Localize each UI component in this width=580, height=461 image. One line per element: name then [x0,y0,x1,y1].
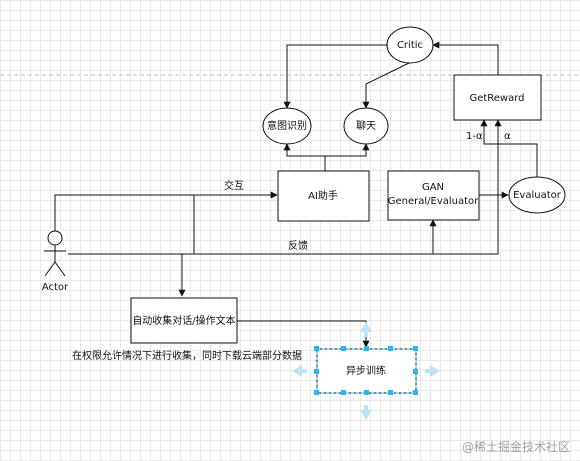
node-chat: 聊天 [343,107,389,145]
actor-label: Actor [42,282,69,293]
interact-label: 交互 [224,179,244,192]
connect-arrow-up-icon [360,322,372,337]
feedback-label: 反馈 [288,239,308,252]
intent-label: 意图识别 [267,119,307,132]
node-intent: 意图识别 [262,107,312,145]
ai-assistant-label: AI助手 [308,189,338,202]
chat-label: 聊天 [356,119,376,132]
async-train-label: 异步训练 [346,364,386,377]
selection-handles [314,346,418,395]
connect-arrow-left-icon [292,365,307,377]
node-getreward: GetReward [453,74,542,121]
edge-ai-intent [283,143,326,171]
node-evaluator: Evaluator [508,176,566,214]
connectors [54,41,538,348]
node-critic: Critic [386,26,434,64]
node-actor: Actor [42,230,69,293]
auto-collect-label: 自动收集对话/操作文本 [132,314,235,327]
edge-critic-chat [362,62,410,109]
connect-arrows[interactable] [292,322,440,420]
edge-ai-chat [325,143,370,157]
connect-arrow-down-icon [360,405,372,420]
connect-arrow-right-icon [425,365,440,377]
edge-critic-intent [283,44,388,109]
getreward-label: GetReward [469,93,524,104]
evaluator-label: Evaluator [513,190,562,201]
node-ai-assistant: AI助手 [277,170,370,222]
actor-icon [44,230,66,277]
one-minus-alpha-label: 1-α [466,131,483,142]
alpha-label: α [504,131,511,142]
node-async-train[interactable]: 异步训练 [314,346,418,395]
node-gan: GAN General/Evaluator [387,170,480,221]
collect-note: 在权限允许情况下进行收集，同时下载云端部分数据 [72,349,302,362]
watermark: @稀土掘金技术社区 [461,440,570,454]
gan-label-line1: GAN [422,182,444,193]
edge-getreward-critic [432,41,499,75]
edge-actor-interact [54,191,278,231]
edge-collect-train [237,320,370,348]
gan-label-line2: General/Evaluator [388,196,479,207]
critic-label: Critic [397,40,423,51]
node-auto-collect: 自动收集对话/操作文本 [130,297,238,344]
edge-evaluator-getreward [480,119,538,180]
